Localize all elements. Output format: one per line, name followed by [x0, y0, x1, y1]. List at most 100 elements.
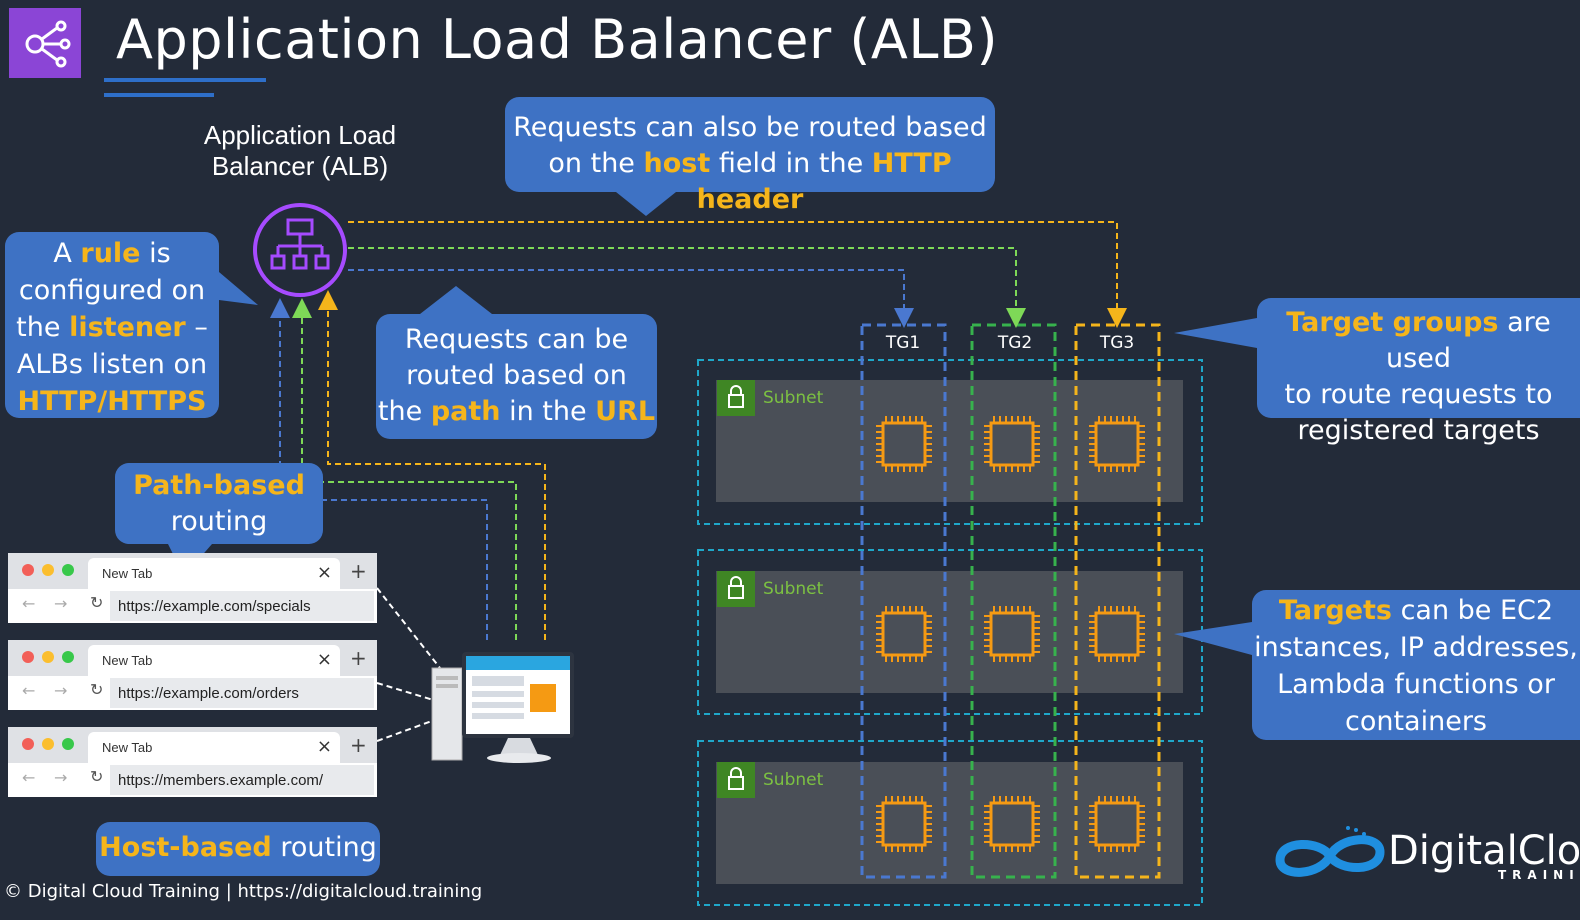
window-minimize-dot[interactable]	[42, 651, 54, 663]
title-underline-2	[104, 93, 214, 97]
alb-label: Application Load Balancer (ALB)	[180, 120, 420, 182]
client-route-yellow	[318, 290, 546, 640]
reload-icon[interactable]: ↻	[90, 680, 104, 699]
tab-close-icon[interactable]: ×	[316, 562, 332, 583]
callout-targets-text: Targets can be EC2 instances, IP address…	[1252, 592, 1580, 740]
ec2-instance-icon	[1089, 796, 1145, 852]
new-tab-icon[interactable]: +	[350, 559, 367, 583]
callout-host-text: on the	[548, 148, 644, 179]
callout-host-text2: field in the	[710, 148, 872, 179]
callout-rule-the: the	[16, 312, 70, 343]
ec2-instance-icon	[984, 416, 1040, 472]
tab-close-icon[interactable]: ×	[316, 736, 332, 757]
callout-path-keyword: path	[430, 396, 501, 427]
callout-host-keyword: host	[643, 148, 711, 179]
callout-target-groups-keyword: Target groups	[1286, 307, 1499, 338]
window-minimize-dot[interactable]	[42, 564, 54, 576]
browser-tab[interactable]: New Tab ×	[88, 558, 340, 589]
alb-icon	[253, 203, 347, 297]
tg1-label: TG1	[885, 333, 921, 353]
browser-window: New Tab × + ← → ↻ https://example.com/or…	[8, 640, 377, 710]
back-icon[interactable]: ←	[22, 768, 36, 787]
subnet-3	[697, 740, 1203, 906]
tab-title: New Tab	[102, 566, 153, 581]
subnet-1	[697, 359, 1203, 525]
window-close-dot[interactable]	[22, 651, 34, 663]
callout-host-based-keyword: Host-based	[99, 832, 272, 863]
back-icon[interactable]: ←	[22, 594, 36, 613]
brand-subtitle: TRAINI	[1498, 868, 1580, 882]
route-to-tg3	[348, 221, 1127, 328]
address-bar[interactable]: https://members.example.com/	[110, 765, 374, 795]
callout-path-url-text: Requests can be routed based on the path…	[376, 322, 657, 430]
callout-host-based-routing: routing	[271, 832, 377, 863]
subnet-label: Subnet	[763, 388, 824, 408]
callout-path-the: the	[377, 396, 431, 427]
new-tab-icon[interactable]: +	[350, 646, 367, 670]
callout-target-groups-line2: to route requests to	[1284, 379, 1553, 410]
route-to-tg2	[348, 247, 1026, 328]
forward-icon[interactable]: →	[54, 681, 68, 700]
callout-target-groups	[1174, 298, 1580, 418]
client-computer-icon	[431, 652, 574, 763]
browser-tab[interactable]: New Tab ×	[88, 645, 340, 676]
window-maximize-dot[interactable]	[62, 738, 74, 750]
window-maximize-dot[interactable]	[62, 564, 74, 576]
callout-targets-ec2: can be EC2	[1392, 595, 1554, 626]
browser-tab[interactable]: New Tab ×	[88, 732, 340, 763]
callout-path-based-routing: routing	[170, 506, 268, 537]
subnet-2	[697, 549, 1203, 715]
lock-icon	[717, 380, 755, 416]
callout-path-in-the: in the	[500, 396, 596, 427]
tg1-column	[860, 323, 947, 879]
footer-copyright: © Digital Cloud Training | https://digit…	[4, 881, 483, 902]
callout-http-header-keyword: HTTP header	[696, 148, 952, 215]
page-title: Application Load Balancer (ALB)	[116, 8, 999, 71]
callout-targets-keyword: Targets	[1278, 595, 1392, 626]
alb-service-icon	[9, 8, 81, 78]
address-bar[interactable]: https://example.com/orders	[110, 678, 374, 708]
browser-link-2	[376, 682, 441, 703]
callout-host-based	[96, 822, 380, 876]
back-icon[interactable]: ←	[22, 681, 36, 700]
callout-target-groups-text: Target groups are used to route requests…	[1257, 305, 1580, 449]
tab-title: New Tab	[102, 740, 153, 755]
ec2-instance-icon	[984, 796, 1040, 852]
alb-label-text: Application Load Balancer (ALB)	[203, 120, 397, 181]
lock-icon	[717, 762, 755, 798]
ec2-instance-icon	[984, 606, 1040, 662]
tab-close-icon[interactable]: ×	[316, 649, 332, 670]
callout-rule-line2: configured on	[18, 275, 206, 306]
callout-rule-is: is	[140, 238, 171, 269]
subnet-label: Subnet	[763, 579, 824, 599]
window-close-dot[interactable]	[22, 564, 34, 576]
address-url: https://example.com/orders	[118, 685, 299, 702]
tab-title: New Tab	[102, 653, 153, 668]
callout-rule-line4: ALBs listen on	[16, 349, 208, 380]
window-close-dot[interactable]	[22, 738, 34, 750]
lock-icon	[717, 571, 755, 607]
address-url: https://members.example.com/	[118, 772, 324, 789]
callout-path-based-keyword: Path-based	[133, 470, 305, 501]
route-to-tg1	[348, 269, 914, 328]
forward-icon[interactable]: →	[54, 594, 68, 613]
browser-link-1	[376, 587, 441, 669]
callout-listener-keyword: listener	[69, 312, 186, 343]
window-minimize-dot[interactable]	[42, 738, 54, 750]
tg2-column	[970, 323, 1057, 879]
address-bar[interactable]: https://example.com/specials	[110, 591, 374, 621]
callout-targets-line2: instances, IP addresses,	[1254, 632, 1578, 663]
tg2-label: TG2	[997, 333, 1033, 353]
tg3-column	[1074, 323, 1161, 879]
new-tab-icon[interactable]: +	[350, 733, 367, 757]
callout-rule-keyword: rule	[80, 238, 141, 269]
reload-icon[interactable]: ↻	[90, 593, 104, 612]
forward-icon[interactable]: →	[54, 768, 68, 787]
window-maximize-dot[interactable]	[62, 651, 74, 663]
callout-target-groups-used: are used	[1386, 307, 1551, 374]
title-underline	[104, 78, 266, 82]
reload-icon[interactable]: ↻	[90, 767, 104, 786]
